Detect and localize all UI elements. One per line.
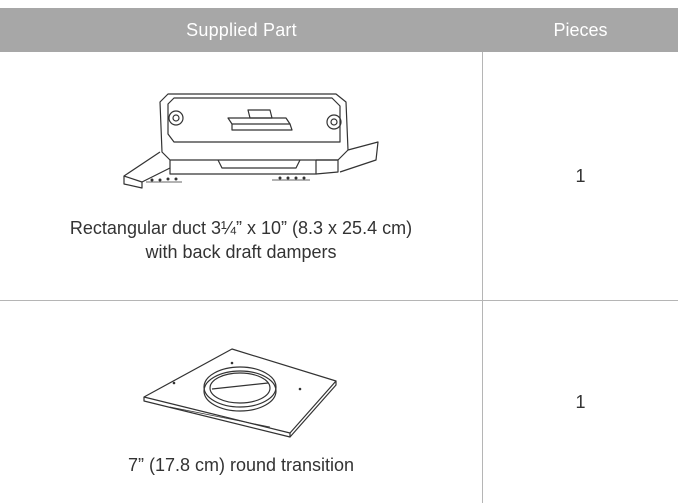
column-divider: [482, 52, 483, 503]
part-description: 7” (17.8 cm) round transition: [0, 453, 482, 477]
header-supplied-part: Supplied Part: [186, 19, 297, 40]
part-description: Rectangular duct 3¼” x 10” (8.3 x 25.4 c…: [0, 216, 482, 264]
table-header: Supplied Part Pieces: [0, 8, 678, 52]
part-description-line: 7” (17.8 cm) round transition: [127, 455, 355, 475]
round-transition-illustration-icon: [143, 348, 337, 438]
table-row: 7” (17.8 cm) round transition 1: [0, 301, 678, 503]
table-row: Rectangular duct 3¼” x 10” (8.3 x 25.4 c…: [0, 52, 678, 300]
rectangular-duct-illustration-icon: [123, 93, 379, 189]
part-description-line: with back draft dampers: [145, 242, 337, 262]
row-divider: [0, 300, 678, 301]
pieces-count: 1: [575, 391, 586, 412]
part-description-line: Rectangular duct 3¼” x 10” (8.3 x 25.4 c…: [69, 218, 413, 238]
pieces-count: 1: [575, 165, 586, 186]
part-cell: Rectangular duct 3¼” x 10” (8.3 x 25.4 c…: [0, 52, 482, 300]
header-pieces: Pieces: [553, 19, 608, 40]
part-cell: 7” (17.8 cm) round transition: [0, 301, 482, 503]
